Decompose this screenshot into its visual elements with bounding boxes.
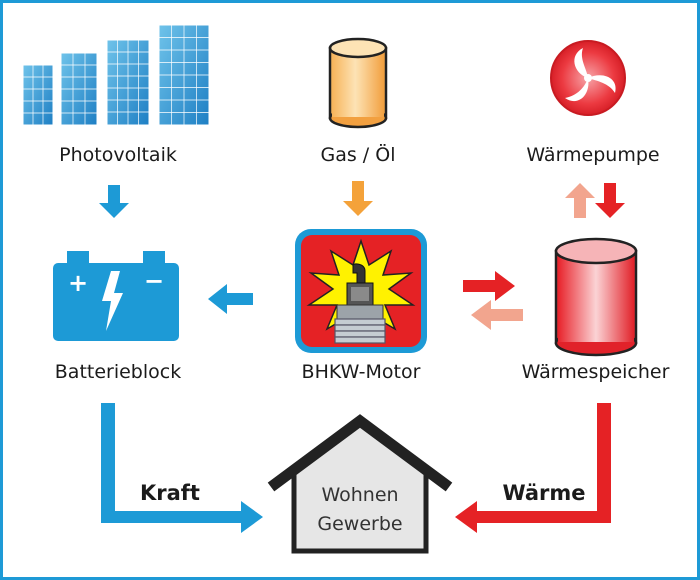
house-label-line1: Wohnen: [321, 484, 399, 506]
battery-minus-sign: −: [144, 267, 164, 295]
arrow-storage-to-motor: [471, 300, 523, 330]
heat-storage-tank-icon: [554, 237, 638, 357]
battery-icon: + −: [53, 251, 179, 341]
bhkw-motor-label: BHKW-Motor: [301, 361, 421, 383]
battery-plus-sign: +: [68, 269, 88, 297]
kraft-label: Kraft: [140, 481, 200, 505]
lightning-bolt-icon: [102, 271, 123, 331]
arrow-storage-to-heatpump: [565, 183, 595, 218]
arrow-heatpump-to-storage: [595, 183, 625, 218]
arrow-motor-to-storage: [463, 271, 515, 301]
house-label-line2: Gewerbe: [317, 513, 403, 535]
kraft-flow-line: [101, 403, 263, 533]
waerme-label: Wärme: [502, 481, 586, 505]
waerme-flow-line: [455, 403, 611, 533]
waermespeicher-label: Wärmespeicher: [521, 361, 670, 383]
house-label: Wohnen Gewerbe: [294, 481, 426, 539]
house-icon: [267, 414, 453, 554]
waermepumpe-label: Wärmepumpe: [526, 144, 660, 166]
photovoltaik-label: Photovoltaik: [59, 144, 177, 166]
arrow-pv-to-battery: [99, 185, 129, 218]
solar-panel-icon: [22, 24, 210, 126]
diagram-canvas: + −: [22, 24, 638, 554]
arrow-motor-to-battery: [208, 284, 253, 314]
heat-pump-fan-icon: [550, 40, 626, 116]
arrow-gas-to-motor: [343, 181, 373, 216]
gas-oel-label: Gas / Öl: [320, 144, 396, 166]
gas-tank-icon: [328, 37, 388, 129]
spark-plug-icon: [295, 229, 427, 353]
batterieblock-label: Batterieblock: [54, 361, 182, 383]
